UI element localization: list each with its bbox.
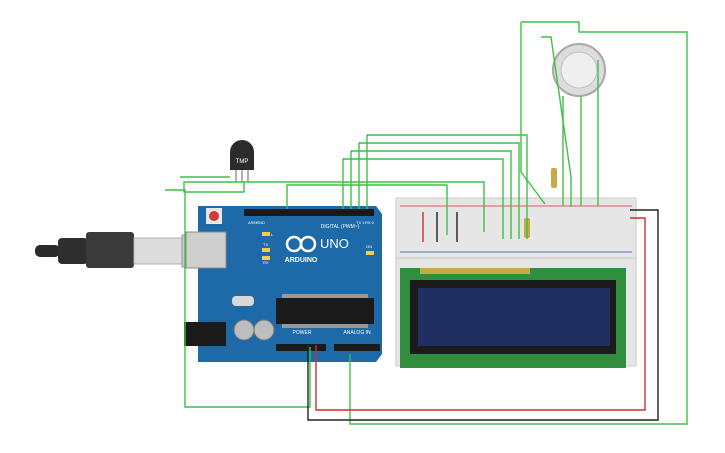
usb-port <box>185 231 227 269</box>
power-header[interactable] <box>276 344 326 351</box>
gnd-label: GND <box>256 220 265 225</box>
reset-button-cap <box>209 211 219 221</box>
resistor-1[interactable] <box>551 168 557 188</box>
gas-sensor[interactable] <box>552 43 606 97</box>
atmega-chip <box>276 298 374 324</box>
temperature-sensor[interactable]: TMP <box>230 140 254 182</box>
crystal <box>232 296 254 306</box>
arduino-logo <box>285 235 317 253</box>
capacitor-1 <box>233 319 255 341</box>
capacitor-2 <box>253 319 275 341</box>
digital-header[interactable] <box>244 209 374 216</box>
power-jack <box>184 322 226 346</box>
lcd-screen <box>418 288 610 346</box>
lcd-module[interactable] <box>400 268 626 368</box>
analog-header[interactable] <box>334 344 380 351</box>
arduino-brand: ARDUINO <box>285 257 318 264</box>
l-label: L <box>271 232 274 237</box>
on-label: ON <box>366 244 372 249</box>
sensor-label: TMP <box>236 159 249 165</box>
tx1-label: TX 1 <box>356 220 365 225</box>
rx-label: RX <box>263 260 269 265</box>
analog-label: ANALOG IN <box>343 330 371 336</box>
rx0-label: RX 0 <box>365 220 375 225</box>
digital-label: DIGITAL (PWM~) <box>321 224 360 230</box>
tx-label: TX <box>263 242 268 247</box>
arduino-board[interactable]: DIGITAL (PWM~) AREF GND TX 1 RX 0 ARDUIN… <box>184 206 382 362</box>
wires[interactable] <box>165 21 688 425</box>
aref-label: AREF <box>248 220 259 225</box>
power-label: POWER <box>293 330 312 336</box>
arduino-model: UNO <box>320 236 349 251</box>
